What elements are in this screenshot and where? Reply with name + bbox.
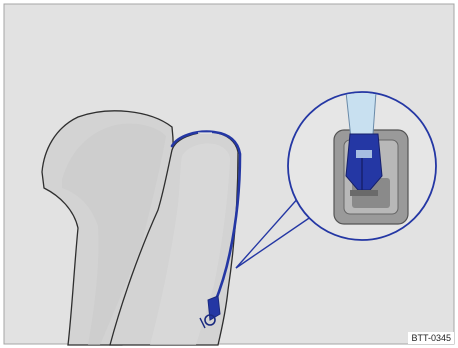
figure-code-label: BTT-0345 xyxy=(408,332,454,344)
